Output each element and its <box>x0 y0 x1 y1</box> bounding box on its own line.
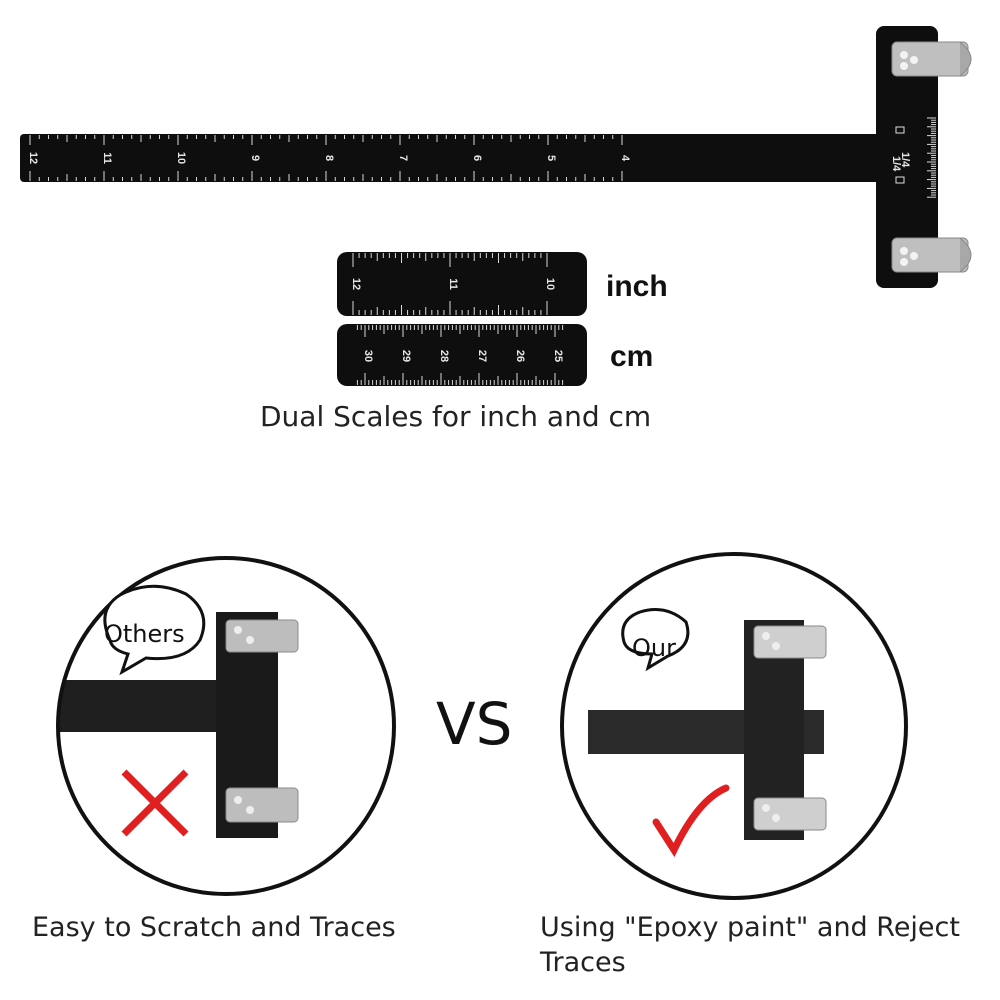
ruler-head <box>876 26 938 288</box>
arm-number: 7 <box>397 155 409 161</box>
metal-clip-bottom <box>891 237 972 273</box>
our-bubble-text: Our <box>632 634 676 662</box>
metal-clip-top <box>891 41 972 77</box>
t-square-ruler: 12 11 10 9 8 7 6 5 4 1/4 1/4 <box>20 26 972 288</box>
vs-label: VS <box>436 690 513 758</box>
head-marker-top <box>895 126 905 134</box>
arm-number: 6 <box>471 155 483 161</box>
left-caption: Easy to Scratch and Traces <box>32 912 396 943</box>
right-caption: Using "Epoxy paint" and Reject Traces <box>540 912 960 979</box>
inch-number: 11 <box>447 278 459 290</box>
cm-label: cm <box>610 340 654 373</box>
cm-number: 27 <box>476 350 488 362</box>
arm-number: 4 <box>619 155 631 162</box>
arm-number: 5 <box>545 155 557 161</box>
cross-icon <box>121 769 189 837</box>
inch-number: 10 <box>544 278 556 290</box>
check-icon <box>652 784 730 858</box>
arm-number: 12 <box>27 152 39 164</box>
ruler-arm <box>20 134 900 182</box>
cm-number: 29 <box>400 350 412 362</box>
comparison-right-circle <box>560 552 908 900</box>
head-marker-bottom <box>895 176 905 184</box>
arm-ticks <box>29 135 623 181</box>
arm-number: 10 <box>175 152 187 164</box>
head-ticks <box>927 117 936 198</box>
inch-scale-strip: 12 11 10 30 29 28 27 26 25 <box>337 252 587 386</box>
others-bubble-text: Others <box>104 620 185 648</box>
arm-numbers: 12 11 10 9 8 7 6 5 4 <box>27 152 631 164</box>
comparison-left-circle <box>56 556 396 896</box>
arm-number: 9 <box>249 155 261 161</box>
arm-number: 8 <box>323 155 335 161</box>
arm-number: 11 <box>101 152 113 164</box>
head-mark-2: 1/4 <box>890 156 902 172</box>
cm-number: 25 <box>552 350 564 362</box>
inch-number: 12 <box>350 278 362 290</box>
inch-label: inch <box>606 270 668 303</box>
head-mark-1: 1/4 <box>899 152 911 168</box>
cm-number: 30 <box>362 350 374 362</box>
cm-number: 28 <box>438 350 450 362</box>
cm-number: 26 <box>514 350 526 362</box>
dual-scales-caption: Dual Scales for inch and cm <box>260 400 652 433</box>
